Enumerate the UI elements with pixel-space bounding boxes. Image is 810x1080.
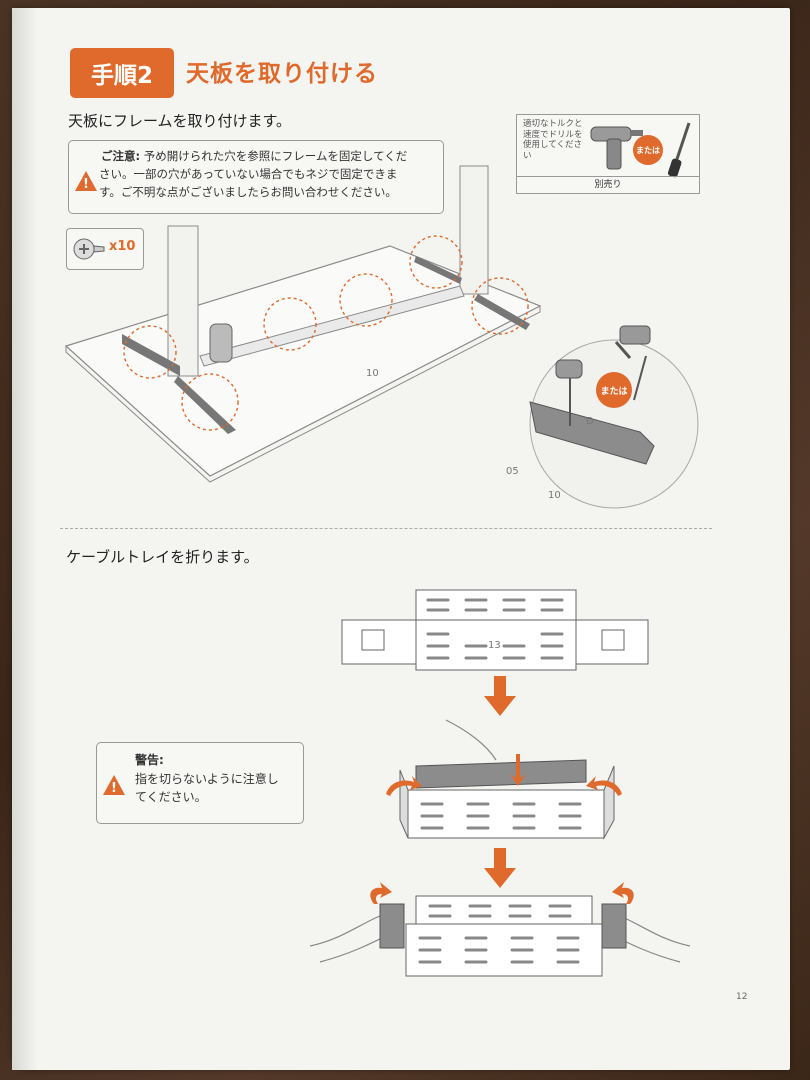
warning-line1: 指を切らないように注意し [135,771,279,786]
step-badge: 手順2 [70,48,174,98]
screw-count-box: x10 [66,228,144,270]
warning-label: 警告: [135,753,164,767]
tool-box: 適切なトルクと速度でドリルを使用してください または 別売り [516,114,700,194]
warning-text: 警告: 指を切らないように注意し てください。 [135,751,279,807]
step-title: 天板を取り付ける [186,61,378,87]
label-05: 05 [506,466,519,477]
section-divider [60,528,712,529]
warning-icon: ! [103,775,125,796]
desk-assembly-illustration: 10 D 05 10 [64,165,699,509]
label-10-detail: 10 [548,490,561,501]
caution-note: ! ご注意: 予め開けられた穴を参照にフレームを固定してくだ さい。一部の穴があ… [68,140,444,214]
caution-line1: 予め開けられた穴を参照にフレームを固定してくだ [140,149,408,163]
detail-or-badge: または [596,372,632,408]
caution-label: ご注意: [101,149,141,163]
warning-icon: ! [75,171,97,192]
warning-line2: てください。 [135,790,207,805]
down-arrow-icon [484,676,516,716]
screw-icon [73,238,105,260]
warning-note: ! 警告: 指を切らないように注意し てください。 [96,742,304,824]
cable-tray-flat: 13 [341,589,649,671]
caution-line2: さい。一部の穴があっていない場合でもネジで固定できま [99,166,398,181]
caution-line3: す。ご不明な点がございましたらお問い合わせください。 [99,184,397,199]
caution-text: ご注意: 予め開けられた穴を参照にフレームを固定してくだ さい。一部の穴があって… [99,148,439,201]
screw-count: x10 [109,239,136,254]
tool-footer: 別売り [517,176,699,193]
section2-lead: ケーブルトレイを折ります。 [66,548,259,566]
section1-lead: 天板にフレームを取り付けます。 [68,112,292,130]
tool-text: 適切なトルクと速度でドリルを使用してください [523,119,583,161]
tool-or-badge: または [633,135,663,165]
cable-tray-folding [386,719,622,840]
label-13: 13 [488,640,501,651]
drill-icon [590,126,643,170]
label-10: 10 [366,368,379,379]
cable-tray-folded [309,882,691,977]
down-arrow-icon [484,848,516,888]
screwdriver-icon [667,122,691,178]
page-number: 12 [736,992,748,1002]
label-D: D [586,416,594,427]
page-fold-shadow [12,8,38,1070]
